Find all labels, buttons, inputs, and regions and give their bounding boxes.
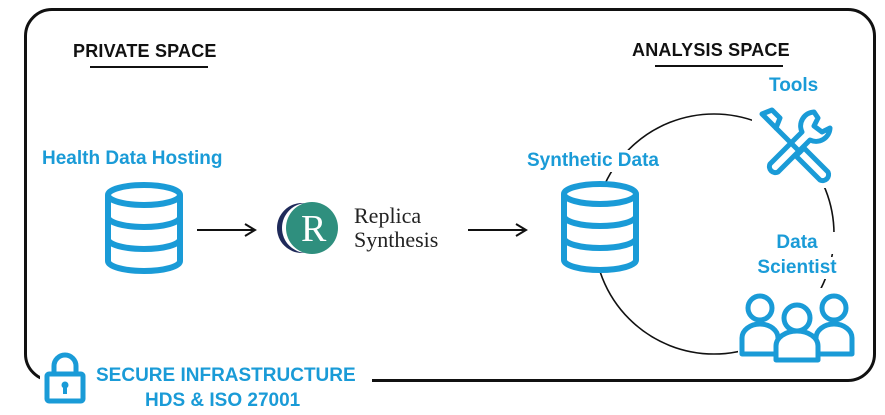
- secure-line1: SECURE INFRASTRUCTURE: [96, 365, 356, 386]
- logo-line1: Replica: [354, 203, 422, 228]
- secure-line2: HDS & ISO 27001: [145, 390, 301, 411]
- private-space-title: PRIVATE SPACE: [73, 41, 217, 61]
- data-scientist-label-line1: Data: [750, 232, 844, 254]
- arrow-icon: [197, 223, 257, 237]
- private-space-underline: [90, 66, 208, 68]
- logo-line2: Synthesis: [354, 227, 439, 252]
- logo-letter: R: [301, 208, 327, 250]
- users-icon: [738, 288, 856, 364]
- tools-icon: [752, 104, 836, 188]
- data-scientist-label-line2: Scientist: [747, 257, 847, 279]
- database-icon: [561, 181, 639, 273]
- analysis-space-underline: [655, 65, 783, 67]
- database-icon: [105, 182, 183, 274]
- outer-frame: [24, 8, 876, 382]
- analysis-space-title: ANALYSIS SPACE: [632, 40, 790, 60]
- replica-synthesis-logo-icon: [277, 202, 338, 254]
- health-data-hosting-label: Health Data Hosting: [42, 148, 223, 169]
- arrow-icon: [468, 223, 528, 237]
- tools-label: Tools: [769, 75, 819, 96]
- lock-icon: [44, 352, 86, 404]
- synthetic-data-label: Synthetic Data: [527, 150, 661, 172]
- secure-infrastructure-box: [40, 352, 372, 412]
